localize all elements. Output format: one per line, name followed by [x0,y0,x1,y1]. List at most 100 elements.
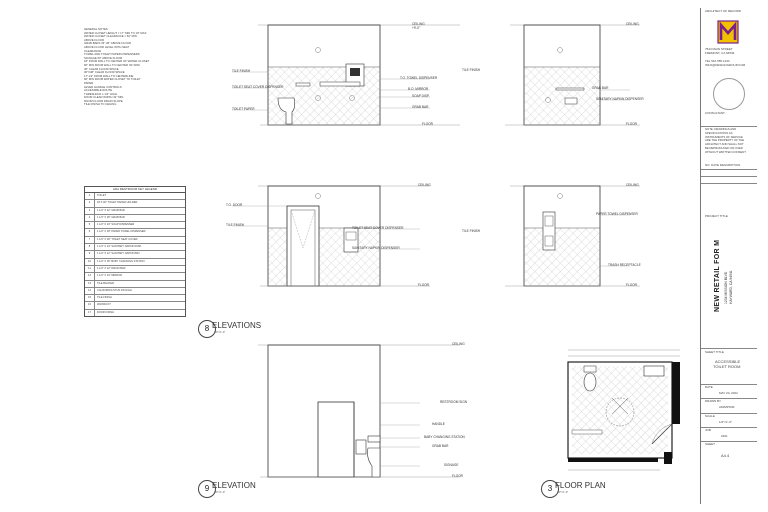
project-title-label: PROJECT TITLE [705,214,728,218]
disclaimer-line: INSTRUMENTS OF SERVICE [705,134,743,139]
tag-finish-b: TILE FINISH [462,68,481,72]
tag-napkin-c: SANITARY NAPKIN DISPENSER [352,246,400,250]
disclaimer-line: ARCHITECT AND SHALL NOT [705,142,744,147]
legend-number: 15 [85,295,95,302]
firm-phone: TEL 510.555.1234 [705,59,730,63]
tag-ceiling-b: CEILING [626,22,639,26]
section-number-8: 8 [198,320,216,338]
disclaimer-line: NOTE: DRAWINGS AND [705,127,737,131]
general-note-line: TOWEL AND TOILET PAPER DISPENSERS [84,52,140,57]
consultant-label: CONSULTANT [705,111,725,115]
tag-floor-d: FLOOR [626,283,637,287]
tag-ceiling-a: CEILING [412,22,425,26]
sheet-title-2: TOILET ROOM [713,364,741,369]
general-note-line: GRAB BARS 33"-36" ABOVE FLOOR [84,41,131,46]
legend-number: 10 [85,258,95,265]
legend-title: ADA RESTROOM KEY LEGEND [85,187,185,193]
legend-description: 1 1/2" X 18" TOILET SEAT COVER [97,237,138,241]
section-title-3: FLOOR PLAN [555,481,606,490]
tag-floor-a: FLOOR [422,122,433,126]
legend-number: 13 [85,280,95,287]
general-note-line: TILE FINISH TO CEILING [84,102,117,107]
legend-number: 5 [85,222,95,229]
general-note-line: 30"X48" CLEAR FLOOR SPACE [84,70,125,75]
legend-number: 17 [85,309,95,317]
tag-seat-a: TOILET SEAT COVER DISPENSER [232,85,284,89]
legend-number: 6 [85,229,95,236]
tag-handle-e: HANDLE [432,422,445,426]
elevation-b [505,24,640,126]
general-note-line: DOOR CLEAR WIDTH 32" MIN [84,95,124,100]
legend-description: 1 1/2" X 24" SOAP DISPENSER [97,223,135,227]
general-note-line: ABOVE FLOOR [84,37,105,42]
legend-number: 4 [85,214,95,222]
project-address-2: HAYWARD, CA 94541 [729,270,733,304]
legend-description: CALIFORNIA STUD 3/8 HIGH [97,288,132,292]
firm-top: ARCHITECT OF RECORD [705,9,741,13]
tag-finish-c: TILE FINISH [226,223,245,227]
tag-grab-b: GRAB BAR [592,86,609,90]
tag-ceiling-c: CEILING [418,183,431,187]
sheet-number: A4.4 [721,453,730,458]
tag-baby-e: BABY CHANGING STATION [424,435,465,439]
drawn-label: DRAWN BY [705,399,722,403]
tag-floor-e: FLOOR [452,474,463,478]
section-scale-8: 1/2"=1'-0" [214,331,226,334]
general-note-line: 60" MIN FROM WALL TO CENTER OF SINK [84,62,141,67]
legend-description: 1 1/2" X 42" GRAB BAR [97,208,125,212]
legend-number: 14 [85,287,95,295]
disclaimer-line: BE REPRODUCED OR USED [705,145,743,150]
date-value: MAY 20, 2022 [719,391,738,395]
disclaimer-line: WITHOUT WRITTEN CONSENT [705,149,746,154]
tag-floor-b: FLOOR [626,122,637,126]
tag-finish-a: TILE FINISH [232,69,251,73]
legend-description: TILE BACKER [97,281,114,285]
legend-description: TOILET [97,194,107,197]
general-note-line: 36" CLEAR FLOOR SPACE [84,66,119,71]
tag-paper-towel-d: PAPER TOWEL DISPENSER [596,212,638,216]
scale-value: 1/2"=1'-0" [719,420,732,424]
sheet-title-label: SHEET TITLE [705,350,724,354]
legend-description: TILE FINISH [97,296,112,300]
legend-description: 1 1/2" X 18" PAPER TOWEL DISPENSER [97,230,146,234]
tag-mirror-a: B.O. MIRROR [408,87,429,91]
section-number-9: 9 [198,480,216,498]
general-note-line: CLEARANCE [84,48,102,53]
legend-description: WAINSCOT [97,303,111,307]
section-scale-3: 1/2"=1'-0" [557,491,569,494]
sheet-label: SHEET [705,442,716,446]
tag-floor-c: FLOOR [418,283,429,287]
tag-signage-e: SIGNAGE [444,463,459,467]
tag-trash-d: TRASH RECEPTACLE [608,263,641,267]
general-note-line: WATER CLOSET CLEARANCE = 60" MIN [84,34,137,39]
legend-description: 1 1/2" X 12" DRAIN BAR [97,266,126,270]
section-title-9: ELEVATION [212,481,256,490]
floor-plan [567,349,680,471]
legend-number: 11 [85,265,95,273]
job-label: JOB [705,428,711,432]
title-block: ARCHITECT OF RECORD 7544 MAIN STREET FRE… [700,8,757,504]
general-note-line: 18" FROM WALL TO CENTER OF WATER CLOSET [84,59,150,64]
legend-number: 2 [85,200,95,207]
general-note-line: ACCESSIBLE ROUTE [84,88,113,93]
general-note-line: SIGNAGE 60" ABOVE FLOOR [84,55,123,60]
general-note-line: ROOM FLOOR DRAIN SLOPE [84,98,123,103]
general-note-line: ABOVE FLOOR LEVEL WITH SEAT [84,44,130,49]
revision-header: NO. DATE DESCRIPTION [705,163,741,167]
firm-email: INFO@DESIGNGROUP.COM [705,63,746,67]
sheet-title-1: ACCESSIBLE [715,359,741,364]
tag-sign-e: RESTROOM SIGN [440,400,468,404]
general-note-line: PAPER [84,80,94,85]
